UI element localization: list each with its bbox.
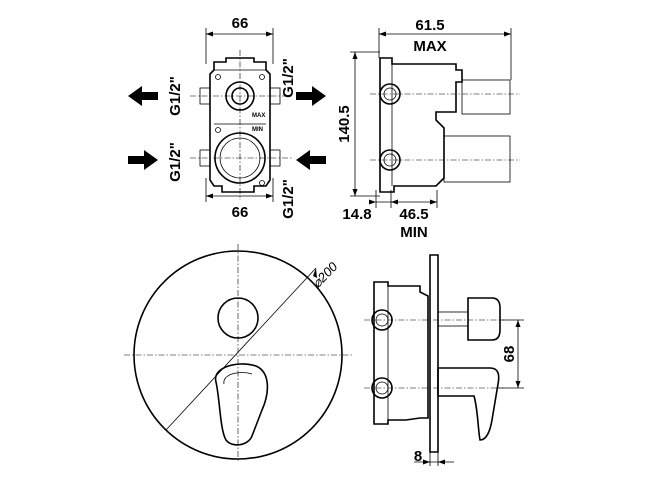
front-view: 66 66 MAX MIN G1/2" G1 — [128, 15, 326, 221]
dim-arrows — [206, 31, 273, 37]
mixer-lever-side — [437, 367, 500, 441]
port-label-bottom-right: G1/2" — [280, 179, 297, 219]
side-body-outline-bottom — [373, 281, 429, 425]
mount-hole — [259, 74, 265, 80]
dim-arrows — [515, 320, 521, 388]
diverter-knob-side — [467, 297, 501, 341]
dim-diameter: ⌀200 — [309, 258, 341, 290]
dim-arrows — [206, 193, 273, 199]
dim-top-width: 66 — [232, 15, 249, 32]
stub-min — [443, 135, 511, 183]
knob-stem — [437, 311, 469, 327]
dim-arrows — [313, 268, 317, 278]
port-label-left-bottom: G1/2" — [167, 142, 184, 182]
dim-depth-min: 46.5 — [399, 206, 428, 223]
label-min: MIN — [400, 224, 428, 241]
cover-plate-side — [429, 254, 439, 453]
dim-plate: 8 — [414, 448, 422, 465]
dim-bottom-width: 66 — [232, 204, 249, 221]
mark-max: MAX — [252, 113, 265, 119]
side-view-bottom: 68 8 — [364, 254, 524, 466]
mount-hole — [215, 74, 221, 80]
dim-depth-max: 61.5 — [415, 17, 444, 34]
valve-body-outline — [209, 57, 271, 193]
flow-arrow-in-right-icon — [296, 150, 326, 170]
port-label-top-right: G1/2" — [280, 58, 297, 98]
mark-min: MIN — [252, 127, 263, 133]
dim-height: 140.5 — [336, 105, 353, 143]
mount-hole — [215, 127, 221, 133]
diameter-leader — [165, 267, 317, 431]
port-label-left-top: G1/2" — [167, 76, 184, 116]
lever-edge — [223, 372, 253, 385]
stub-max — [461, 79, 511, 115]
mixer-lever — [214, 363, 269, 446]
side-port-bottom — [379, 149, 401, 171]
mount-hole — [259, 180, 265, 186]
dim-arrows — [369, 199, 437, 205]
flow-arrow-in-left-icon — [128, 150, 158, 170]
side-port-top — [379, 83, 401, 105]
label-max: MAX — [413, 38, 446, 55]
flow-arrow-out-right-icon — [296, 86, 326, 106]
side-view-top: 61.5 MAX 140.5 14.8 46.5 MIN — [336, 17, 520, 241]
dim-arrows — [423, 459, 445, 465]
flow-arrow-out-left-icon — [128, 86, 158, 106]
plate-view: ⌀200 — [124, 244, 352, 462]
dim-offset: 14.8 — [342, 206, 371, 223]
side-body-outline — [379, 57, 463, 193]
dim-spacing: 68 — [501, 346, 518, 363]
